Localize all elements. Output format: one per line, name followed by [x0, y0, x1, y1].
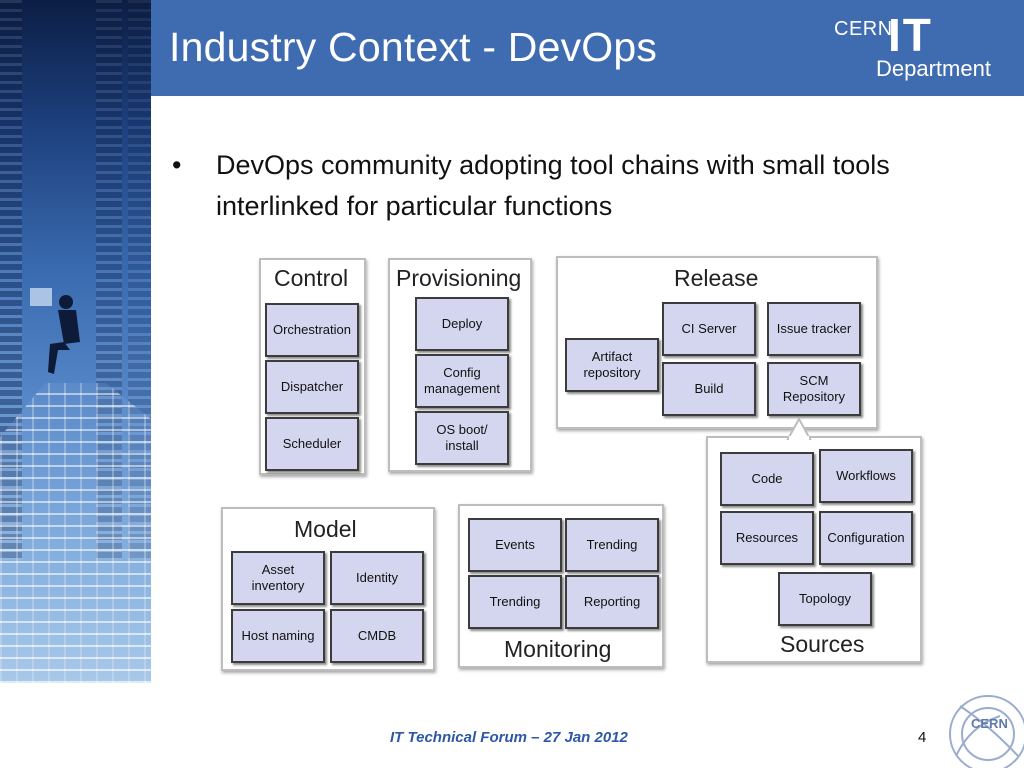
- page-number: 4: [918, 729, 927, 746]
- logo-department: Department: [876, 56, 991, 81]
- seal-text: CERN: [971, 716, 1008, 731]
- sources-item: Topology: [778, 572, 872, 626]
- floor-grating: [0, 383, 151, 683]
- control-item: Dispatcher: [265, 360, 359, 414]
- provisioning-title: Provisioning: [396, 265, 522, 291]
- release-panel: Release CI Server Issue tracker Artifact…: [556, 256, 878, 429]
- sources-item: Code: [720, 452, 814, 506]
- model-item: Asset inventory: [231, 551, 325, 605]
- monitoring-item: Trending: [565, 518, 659, 572]
- model-item: Host naming: [231, 609, 325, 663]
- provisioning-panel: Provisioning Deploy Config management OS…: [388, 258, 532, 472]
- logo-cern: CERN: [834, 18, 893, 40]
- slide-title: Industry Context - DevOps: [169, 24, 658, 70]
- monitoring-item: Trending: [468, 575, 562, 629]
- sources-panel: Code Workflows Resources Configuration T…: [706, 436, 922, 663]
- release-item: CI Server: [662, 302, 756, 356]
- model-item: Identity: [330, 551, 424, 605]
- logo-it: IT: [888, 9, 933, 61]
- provisioning-item: Deploy: [415, 297, 509, 351]
- release-item: Issue tracker: [767, 302, 861, 356]
- bullet-marker: •: [172, 150, 182, 180]
- sources-title: Sources: [780, 631, 865, 657]
- bullet-text: DevOps community adopting tool chains wi…: [216, 150, 890, 221]
- provisioning-item: Config management: [415, 354, 509, 408]
- sources-item: Configuration: [819, 511, 913, 565]
- model-title: Model: [294, 516, 357, 542]
- sources-item: Workflows: [819, 449, 913, 503]
- person-silhouette: [30, 288, 80, 374]
- control-panel: Control Orchestration Dispatcher Schedul…: [259, 258, 366, 475]
- monitoring-panel: Events Trending Trending Reporting Monit…: [458, 504, 664, 668]
- sources-callout-pointer: [786, 418, 812, 440]
- cern-it-logo: CERN IT Department: [816, 9, 1016, 86]
- control-item: Scheduler: [265, 417, 359, 471]
- provisioning-item: OS boot/ install: [415, 411, 509, 465]
- monitoring-item: Reporting: [565, 575, 659, 629]
- model-panel: Model Asset inventory Identity Host nami…: [221, 507, 435, 671]
- datacenter-photo: [0, 0, 151, 683]
- monitoring-item: Events: [468, 518, 562, 572]
- release-item: Build: [662, 362, 756, 416]
- control-item: Orchestration: [265, 303, 359, 357]
- footer-text: IT Technical Forum – 27 Jan 2012: [390, 729, 628, 746]
- sources-item: Resources: [720, 511, 814, 565]
- monitoring-title: Monitoring: [504, 636, 612, 662]
- release-item: Artifact repository: [565, 338, 659, 392]
- control-title: Control: [274, 265, 349, 291]
- cern-seal-logo: CERN: [949, 695, 1024, 768]
- release-title: Release: [674, 265, 759, 291]
- model-item: CMDB: [330, 609, 424, 663]
- slide-header: Industry Context - DevOps CERN IT Depart…: [151, 0, 1024, 96]
- release-item: SCM Repository: [767, 362, 861, 416]
